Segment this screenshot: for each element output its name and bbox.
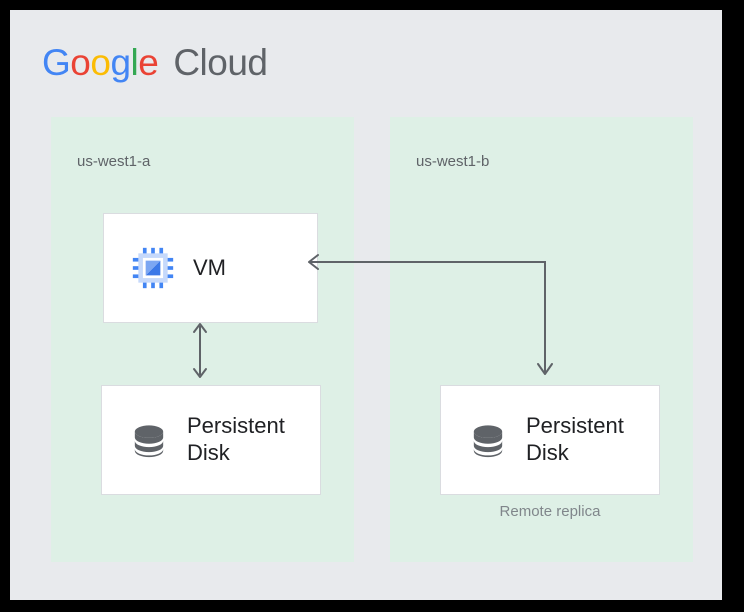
caption-remote-replica: Remote replica — [499, 503, 601, 520]
node-label-vm: VM — [193, 254, 226, 280]
node-label-persistent-disk-b: Persistent Disk — [526, 413, 624, 465]
cpu-icon — [132, 247, 174, 289]
zone-label-us-west1-b: us-west1-b — [416, 153, 490, 170]
node-vm[interactable]: VM — [103, 213, 318, 323]
logo-letter-e: e — [138, 42, 159, 83]
zone-us-west1-a: us-west1-a — [51, 117, 354, 562]
database-icon — [134, 425, 164, 458]
logo-letter-o2: o — [90, 42, 111, 83]
logo-letter-g2: g — [110, 42, 131, 83]
logo-letter-l: l — [130, 42, 139, 83]
node-persistent-disk-b[interactable]: Persistent Disk — [440, 385, 660, 495]
zone-us-west1-b: us-west1-b Persistent Disk Remote replic… — [390, 117, 693, 562]
logo-letter-g1: G — [42, 42, 71, 83]
cloud-wordmark: Cloud — [173, 42, 268, 83]
database-icon — [473, 425, 503, 458]
logo-letter-o1: o — [70, 42, 91, 83]
node-persistent-disk-a[interactable]: Persistent Disk — [101, 385, 321, 495]
node-label-persistent-disk-a: Persistent Disk — [187, 413, 285, 465]
zone-label-us-west1-a: us-west1-a — [77, 153, 151, 170]
